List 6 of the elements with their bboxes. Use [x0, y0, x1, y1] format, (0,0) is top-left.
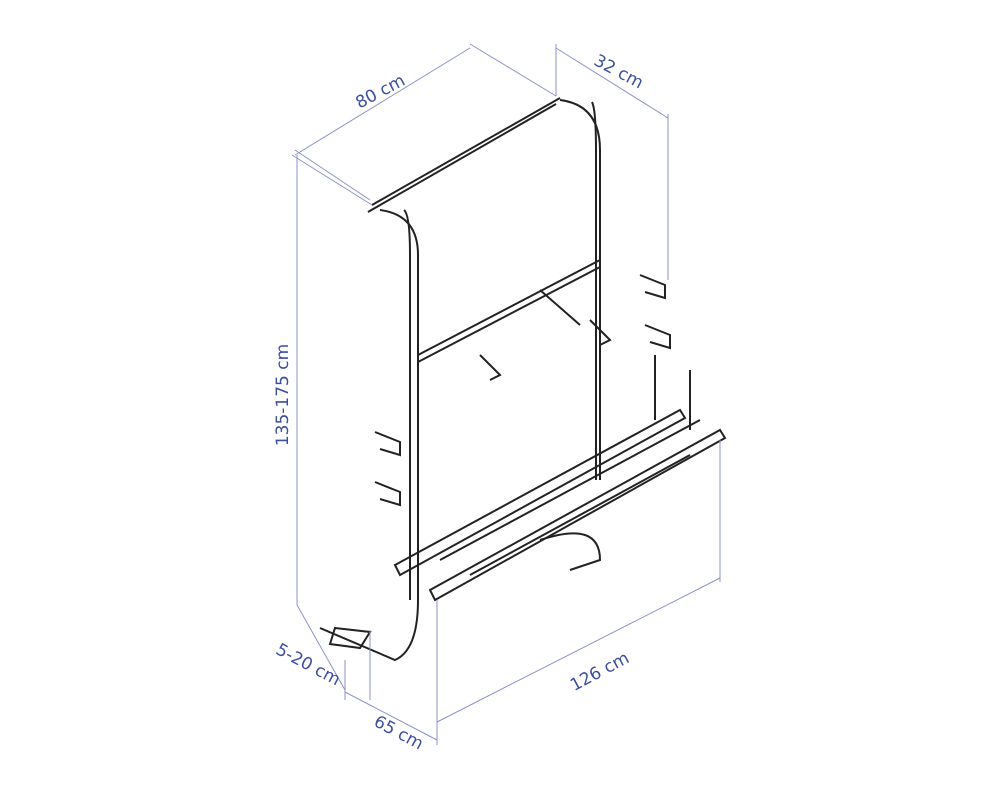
dimension-label: 32 cm: [590, 50, 646, 94]
dimension-label: 80 cm: [352, 70, 408, 114]
dimension-label: 65 cm: [370, 712, 426, 754]
dimension-label: 135-175 cm: [273, 344, 294, 446]
dimension-label: 126 cm: [567, 648, 633, 696]
dimension-label: 5-20 cm: [272, 640, 344, 690]
